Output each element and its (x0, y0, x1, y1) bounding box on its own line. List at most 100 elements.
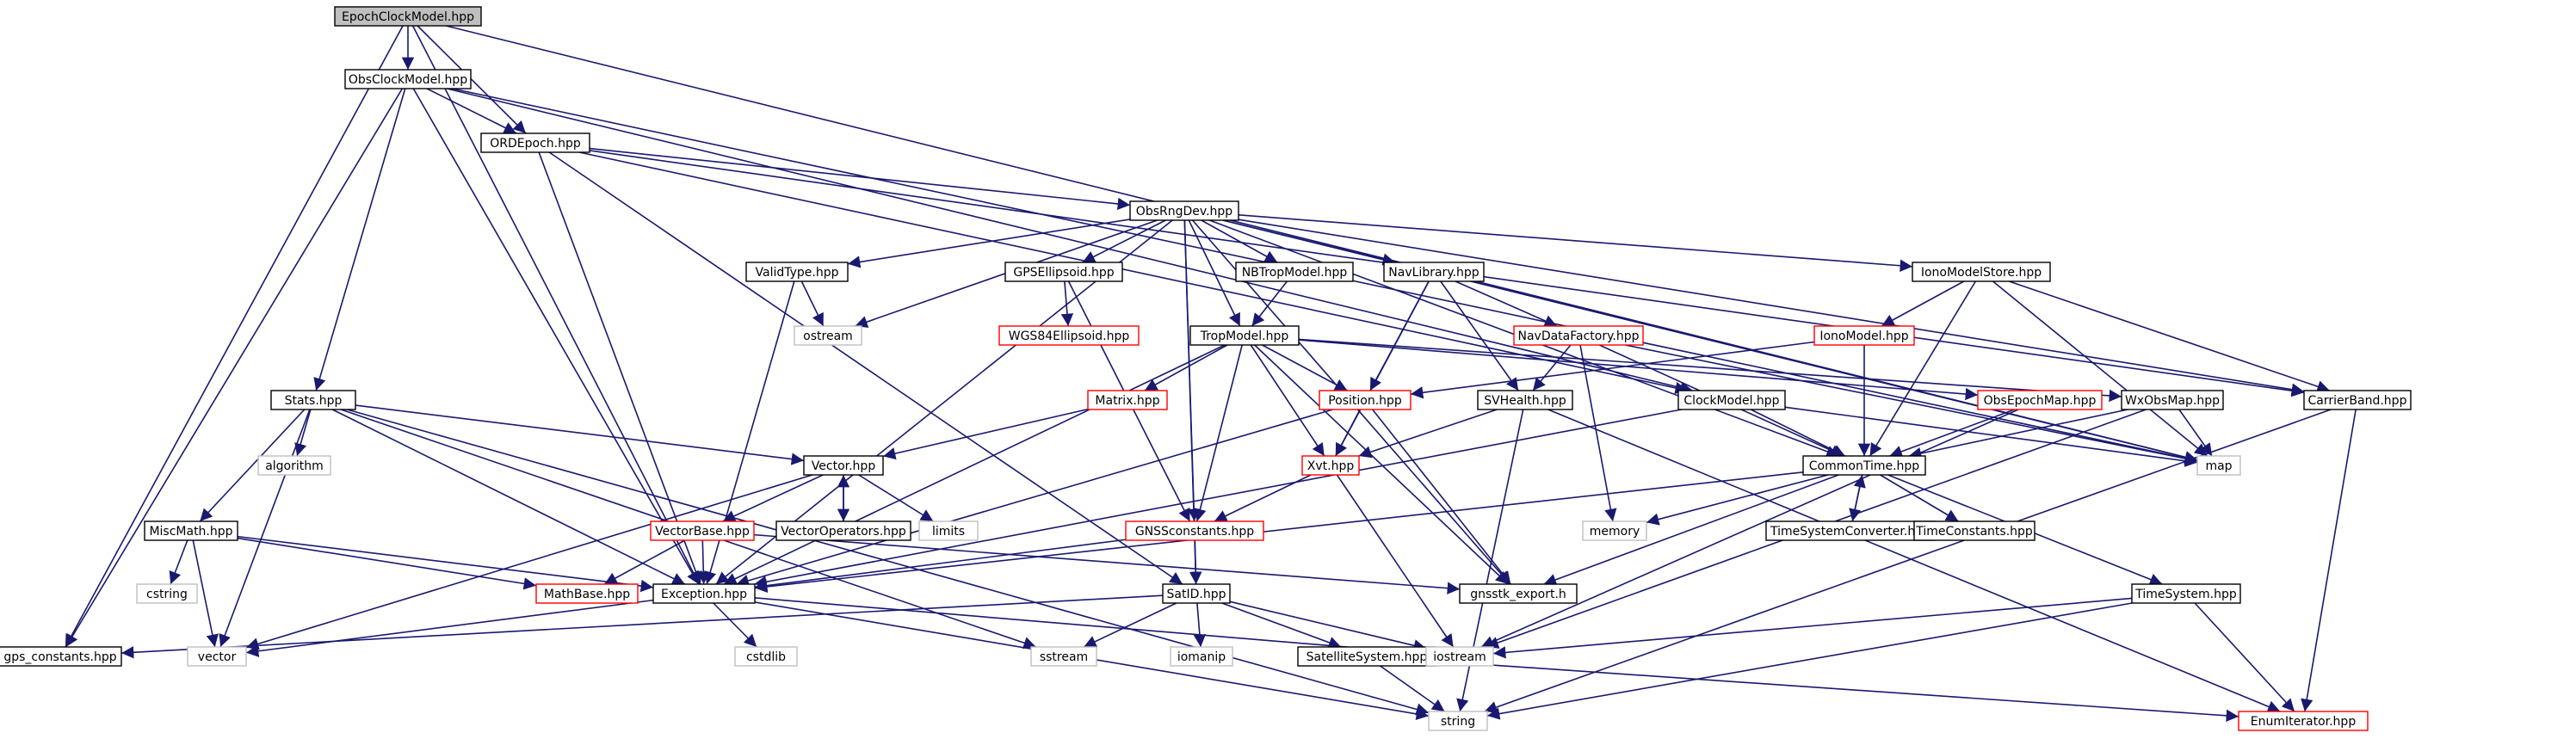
node-vectorbase[interactable]: VectorBase.hpp (650, 520, 755, 541)
node-label: limits (932, 525, 965, 539)
edge-position-to-exception (736, 409, 1333, 587)
node-label: NavLibrary.hpp (1388, 266, 1480, 280)
edge-obsrng-to-validtype (847, 219, 1131, 268)
node-root[interactable]: EpochClockModel.hpp (334, 6, 482, 27)
node-validtype[interactable]: ValidType.hpp (745, 262, 849, 282)
node-label: EnumIterator.hpp (2251, 715, 2357, 729)
node-box (652, 583, 756, 604)
node-algorithm: algorithm (257, 455, 331, 476)
edge-gnssconst-to-exception (754, 539, 1127, 592)
node-label: TropModel.hpp (1200, 329, 1289, 343)
node-nbtrop[interactable]: NBTropModel.hpp (1235, 262, 1354, 282)
edge-vectorbase-to-mathbase (603, 539, 686, 585)
node-gnssconst[interactable]: GNSSconstants.hpp (1125, 520, 1264, 541)
node-label: iostream (1433, 650, 1486, 664)
edge-clockmodel-to-map (1784, 406, 2198, 467)
edge-satid-to-satsys (1221, 602, 1342, 649)
node-label: GNSSconstants.hpp (1135, 525, 1254, 539)
node-box (1513, 325, 1644, 346)
edge-satid-to-iostream (1229, 600, 1427, 652)
node-stats[interactable]: Stats.hpp (270, 390, 356, 410)
node-cstdlib: cstdlib (734, 646, 798, 667)
node-box (745, 262, 849, 282)
node-sstream: sstream (1030, 646, 1097, 667)
edge-xvt-to-iostream (1336, 474, 1455, 648)
node-label: IonoModelStore.hpp (1921, 266, 2042, 280)
edge-ordepoch-to-exception (538, 151, 702, 585)
edge-satsys-to-enumiter (1435, 660, 2239, 723)
node-gpsell[interactable]: GPSEllipsoid.hpp (1004, 262, 1123, 282)
edge-obsrng-to-gpsell (1082, 219, 1166, 263)
node-ionomodel[interactable]: IonoModel.hpp (1813, 325, 1915, 346)
node-box (187, 646, 247, 667)
node-ostream: ostream (794, 325, 862, 346)
node-tsconv[interactable]: TimeSystemConverter.hpp (1765, 520, 1936, 541)
node-box (775, 520, 911, 541)
node-ionostore[interactable]: IonoModelStore.hpp (1912, 262, 2051, 282)
edge-obsrng-to-nbtrop (1201, 219, 1278, 263)
edge-trop-to-position (1262, 344, 1348, 391)
node-label: SatID.hpp (1167, 588, 1226, 601)
node-svhealth[interactable]: SVHealth.hpp (1477, 390, 1573, 410)
node-navlib[interactable]: NavLibrary.hpp (1383, 262, 1485, 282)
node-box (1301, 455, 1360, 476)
node-string: string (1428, 711, 1488, 731)
node-clockmodel[interactable]: ClockModel.hpp (1677, 390, 1786, 410)
node-commontime[interactable]: CommonTime.hpp (1802, 455, 1926, 476)
node-miscmath[interactable]: MiscMath.hpp (144, 520, 238, 541)
node-trop[interactable]: TropModel.hpp (1189, 325, 1300, 346)
node-enumiter[interactable]: EnumIterator.hpp (2238, 711, 2369, 731)
node-box (803, 455, 884, 476)
node-navdf[interactable]: NavDataFactory.hpp (1513, 325, 1644, 346)
node-wgs84[interactable]: WGS84Ellipsoid.hpp (998, 325, 1140, 346)
node-label: IonoModel.hpp (1819, 329, 1908, 343)
node-label: ValidType.hpp (756, 266, 839, 280)
edge-matrix-to-vector_h (882, 408, 1089, 460)
node-satsys[interactable]: SatelliteSystem.hpp (1297, 646, 1436, 667)
node-map: map (2196, 455, 2241, 476)
node-position[interactable]: Position.hpp (1319, 390, 1412, 410)
node-wxobsmap[interactable]: WxObsMap.hpp (2121, 390, 2224, 410)
edge-gpsell-to-wgs84 (1060, 280, 1074, 327)
edge-validtype-to-ostream (800, 280, 825, 327)
node-label: memory (1590, 525, 1640, 539)
node-obsrng[interactable]: ObsRngDev.hpp (1129, 200, 1239, 221)
node-timesystem[interactable]: TimeSystem.hpp (2131, 583, 2241, 604)
edge-navlib-to-navdf (1455, 280, 1558, 327)
node-carrierband[interactable]: CarrierBand.hpp (2303, 390, 2412, 410)
node-box (1030, 646, 1097, 667)
node-gnsstk_export[interactable]: gnsstk_export.h (1459, 583, 1578, 604)
node-mathbase[interactable]: MathBase.hpp (535, 583, 639, 604)
edge-navdf-to-memory (1579, 344, 1617, 522)
node-satid[interactable]: SatID.hpp (1162, 583, 1231, 604)
node-obsepochmap[interactable]: ObsEpochMap.hpp (1977, 390, 2103, 410)
node-obsclock[interactable]: ObsClockModel.hpp (344, 69, 472, 89)
dependency-edges (65, 25, 2357, 723)
node-label: WGS84Ellipsoid.hpp (1009, 329, 1130, 343)
edge-svhealth-to-enumiter (1547, 409, 2281, 713)
node-box (1477, 390, 1573, 410)
edge-commontime-to-memory (1646, 474, 1829, 526)
edge-navdf-to-map (1625, 344, 2198, 465)
edge-miscmath-to-cstring (169, 539, 188, 585)
node-box (1813, 325, 1915, 346)
node-label: Stats.hpp (285, 394, 343, 408)
node-box (2303, 390, 2412, 410)
node-vector_h[interactable]: Vector.hpp (803, 455, 884, 476)
node-box (136, 583, 198, 604)
node-box (1004, 262, 1123, 282)
node-gpsconst[interactable]: gps_constants.hpp (0, 646, 122, 667)
node-matrix[interactable]: Matrix.hpp (1087, 390, 1168, 410)
node-label: ClockModel.hpp (1683, 394, 1779, 408)
node-xvt[interactable]: Xvt.hpp (1301, 455, 1360, 476)
edge-obsrng-to-trop (1188, 219, 1241, 327)
node-box (650, 520, 755, 541)
node-label: Vector.hpp (812, 459, 876, 473)
node-memory: memory (1582, 520, 1647, 541)
node-timeconst[interactable]: TimeConstants.hpp (1913, 520, 2035, 541)
node-ordepoch[interactable]: ORDEpoch.hpp (480, 132, 590, 153)
node-box (1428, 711, 1488, 731)
node-exception[interactable]: Exception.hpp (652, 583, 756, 604)
node-label: EpochClockModel.hpp (342, 10, 474, 24)
node-vectorops[interactable]: VectorOperators.hpp (775, 520, 911, 541)
